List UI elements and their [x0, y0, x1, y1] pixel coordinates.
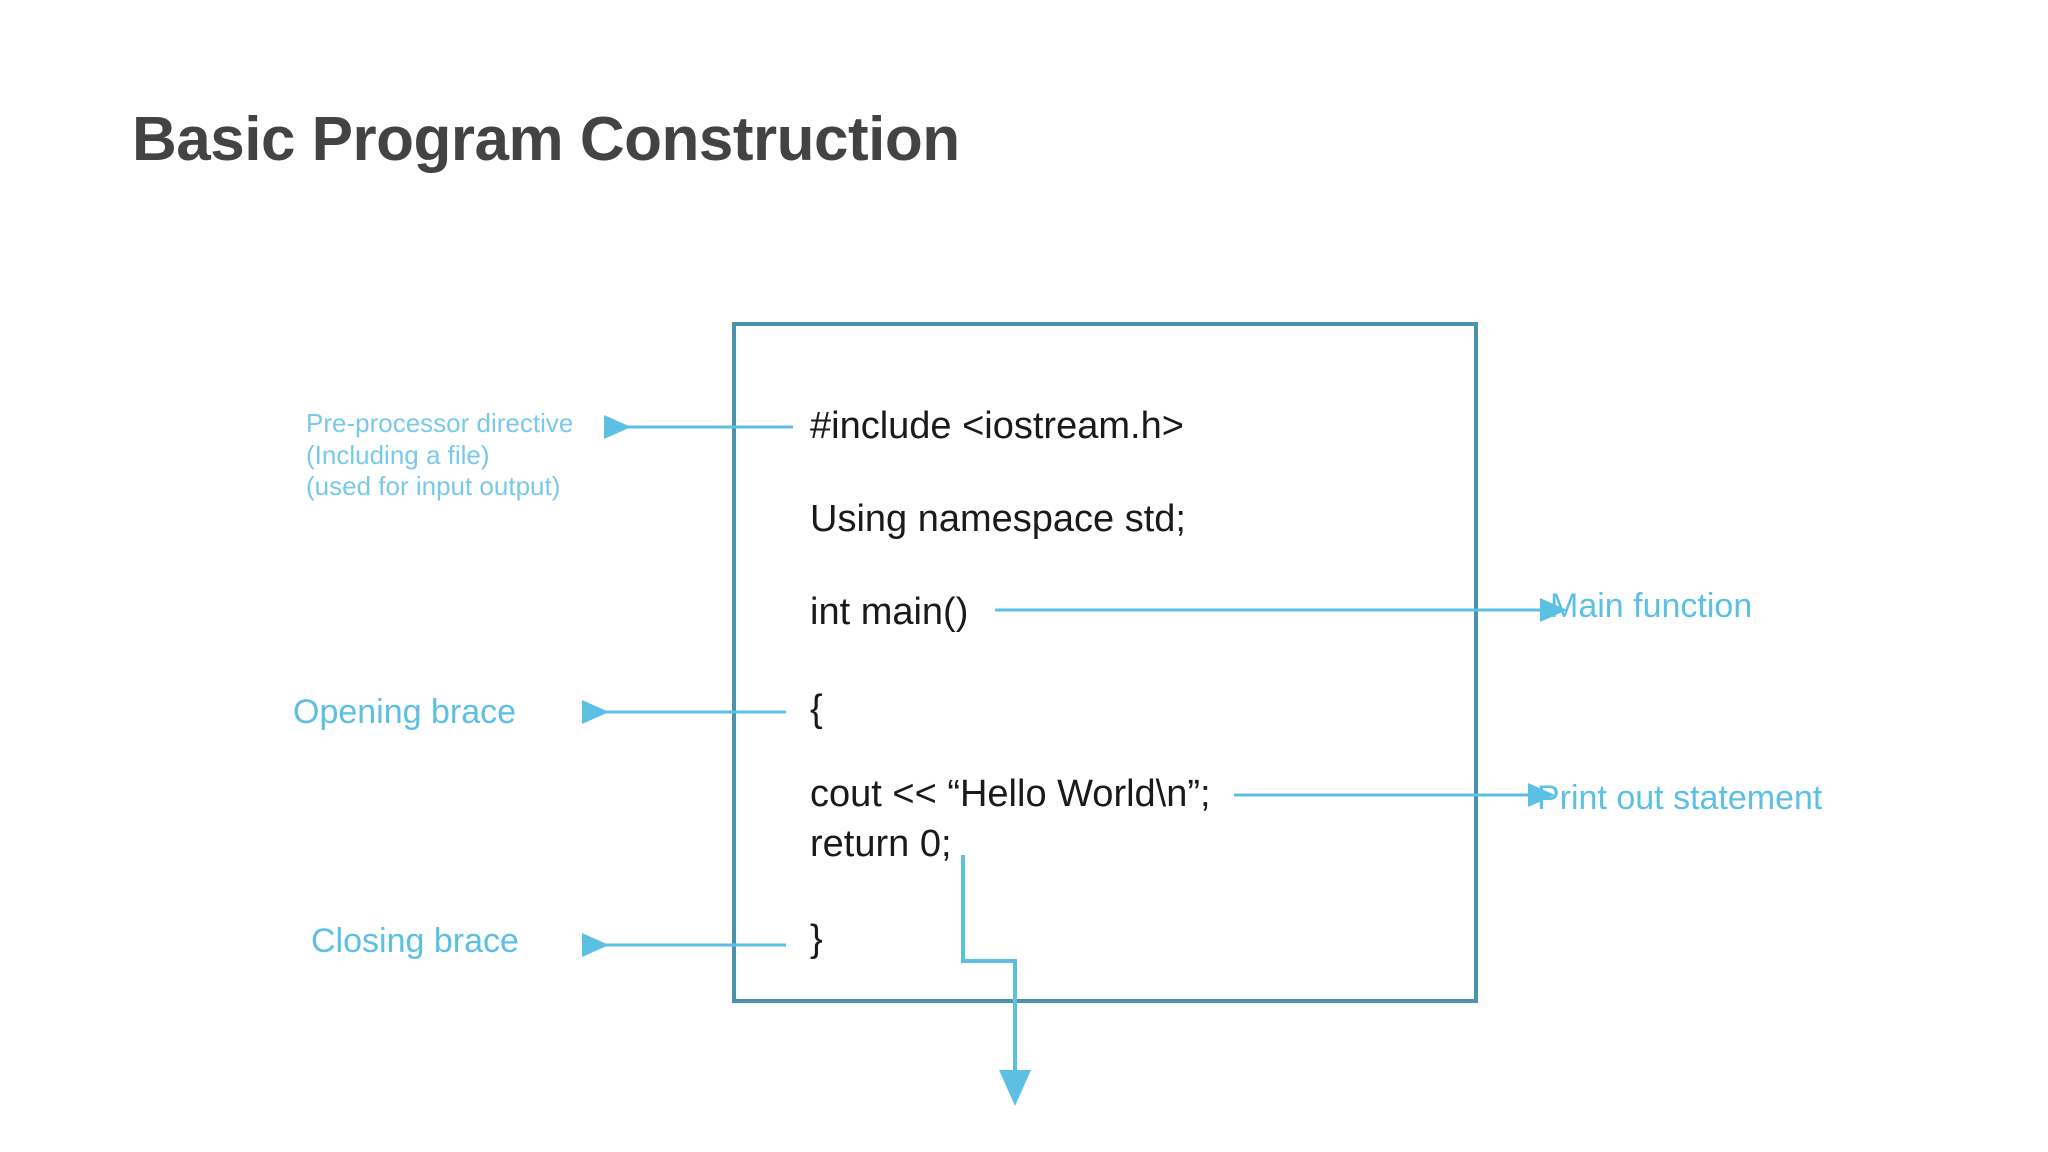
code-line-using-namespace: Using namespace std;: [810, 498, 1186, 540]
code-block-box: [732, 322, 1478, 1003]
annotation-print-out-statement: Print out statement: [1537, 779, 1823, 817]
annotation-preprocessor-line-2: (Including a file): [306, 439, 490, 470]
code-line-include: #include <iostream.h>: [810, 405, 1184, 447]
annotation-preprocessor-line-1: Pre-processor directive: [306, 408, 574, 438]
annotation-opening-brace: Opening brace: [293, 693, 517, 731]
annotation-preprocessor-directive: Pre-processor directive (Including a fil…: [306, 408, 573, 503]
code-line-return: return 0;: [810, 823, 952, 865]
page-title: Basic Program Construction: [132, 105, 960, 174]
code-line-opening-brace: {: [810, 688, 823, 730]
annotation-main-function: Main function: [1550, 587, 1753, 625]
annotation-preprocessor-line-3: (used for input output): [306, 471, 561, 502]
annotation-closing-brace: Closing brace: [311, 922, 519, 960]
code-line-closing-brace: }: [810, 918, 823, 960]
code-line-int-main: int main(): [810, 591, 969, 633]
code-line-cout: cout << “Hello World\n”;: [810, 773, 1211, 815]
